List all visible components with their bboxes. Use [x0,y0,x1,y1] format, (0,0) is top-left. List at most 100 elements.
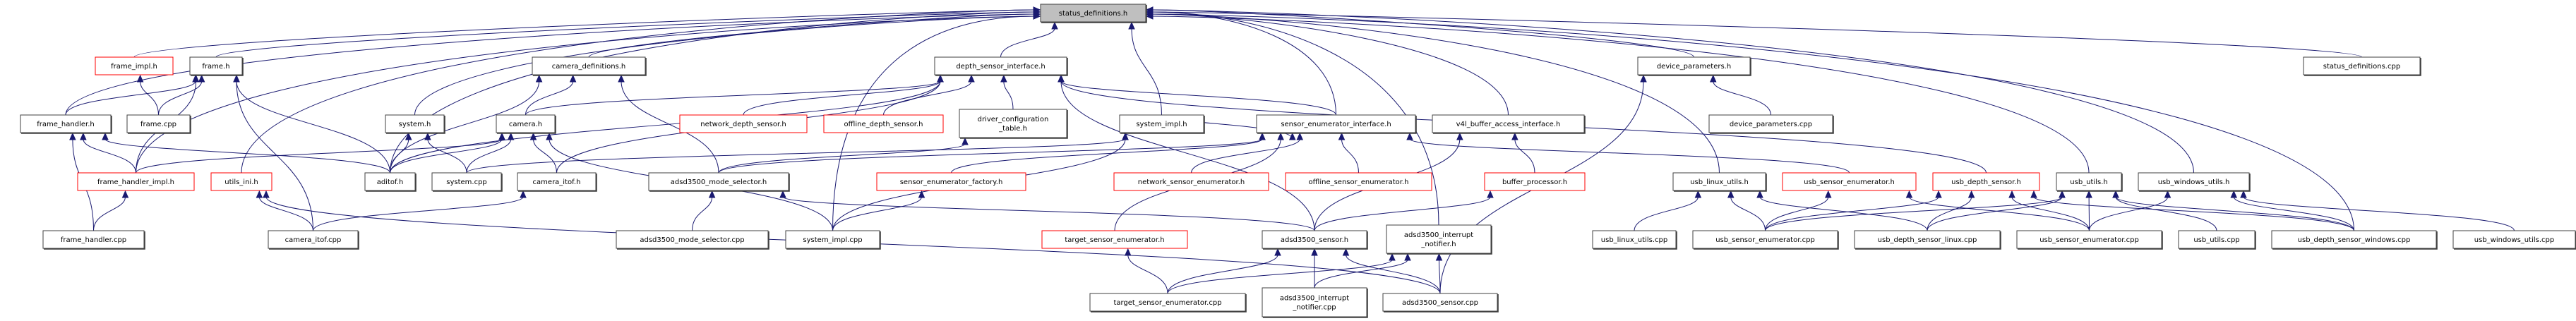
node-status-definitions-cpp[interactable]: status_definitions.cpp [2303,56,2421,76]
edge-frame_cpp-to-frame_impl_h [136,74,159,116]
node-frame-impl-h[interactable]: frame_impl.h [95,56,174,75]
edge-line [390,138,409,174]
node-label: aditof.h [377,178,404,186]
node-utils-ini-h[interactable]: utils_ini.h [210,172,272,191]
node-shadow [386,116,445,134]
node-label: sensor_enumerator_interface.h [1281,121,1391,128]
node-box [1484,172,1586,191]
node-adsd3500-mode-selector-cpp[interactable]: adsd3500_mode_selector.cpp [616,230,769,250]
node-shadow [1710,116,1834,134]
arrowhead-icon [1000,74,1007,83]
node-network-depth-sensor-h[interactable]: network_depth_sensor.h [679,114,808,133]
node-offline-sensor-enumerator-h[interactable]: offline_sensor_enumerator.h [1285,172,1432,191]
node-adsd3500-mode-selector-h[interactable]: adsd3500_mode_selector.h [648,172,790,192]
node-usb-depth-sensor-h[interactable]: usb_depth_sensor.h [1932,172,2040,191]
node-v4l-buffer-access-interface-h[interactable]: v4l_buffer_access_interface.h [1432,114,1586,134]
node-usb-depth-sensor-linux-cpp[interactable]: usb_depth_sensor_linux.cpp [1854,230,2001,250]
node-box [1262,230,1367,249]
node-frame-cpp[interactable]: frame.cpp [126,114,191,134]
node-adsd3500-sensor-h[interactable]: adsd3500_sensor.h [1262,230,1368,250]
node-box [1782,172,1917,191]
node-box [876,172,1026,191]
edge-line [2115,196,2217,231]
arrowhead-icon [1033,8,1041,16]
node-usb-windows-utils-h[interactable]: usb_windows_utils.h [2138,172,2251,192]
node-shadow [44,231,145,250]
node-network-sensor-enumerator-h[interactable]: network_sensor_enumerator.h [1113,172,1269,191]
node-sensor-enumerator-interface-h[interactable]: sensor_enumerator_interface.h [1256,114,1417,134]
node-target-sensor-enumerator-h[interactable]: target_sensor_enumerator.h [1041,230,1188,249]
node-adsd3500-interrupt-notifier-h[interactable]: adsd3500_interrupt_notifier.h [1386,224,1492,255]
node-box [1432,114,1585,133]
edge-offline_depth_sensor_h-to-depth_sensor_interface_h [883,74,975,116]
node-shadow [433,174,503,192]
edge-line [1167,254,1278,294]
node-usb-sensor-enumerator-cpp-windows[interactable]: usb_sensor_enumerator.cpp [2016,230,2163,250]
node-usb-windows-utils-cpp[interactable]: usb_windows_utils.cpp [2452,230,2576,250]
node-device-parameters-cpp[interactable]: device_parameters.cpp [1708,114,1834,134]
node-label: network_sensor_enumerator.h [1138,178,1245,186]
node-aditof-h[interactable]: aditof.h [364,172,417,192]
node-frame-h[interactable]: frame.h [189,56,244,76]
arrowhead-icon [1145,11,1154,18]
node-box [532,56,646,75]
edge-line [1765,196,2063,231]
node-usb-linux-utils-h[interactable]: usb_linux_utils.h [1672,172,1767,192]
node-status-definitions-h[interactable]: status_definitions.h [1040,4,1147,23]
node-buffer-processor-h[interactable]: buffer_processor.h [1484,172,1586,191]
arrowhead-icon [121,190,129,198]
node-adsd3500-interrupt-notifier-cpp[interactable]: adsd3500_interrupt_notifier.cpp [1262,287,1368,318]
edge-device_parameters_cpp-to-device_parameters_h [1709,74,1771,116]
node-frame-handler-cpp[interactable]: frame_handler.cpp [42,230,145,250]
node-shadow [2179,231,2256,250]
node-adsd3500-sensor-cpp[interactable]: adsd3500_sensor.cpp [1382,293,1499,313]
node-target-sensor-enumerator-cpp[interactable]: target_sensor_enumerator.cpp [1089,293,1247,313]
edge-line [414,16,1035,116]
arrowhead-icon [1487,190,1494,198]
edge-target_sensor_enumerator_cpp-to-adsd3500_interrupt_notifier_h [1167,253,1396,294]
arrowhead-icon [2112,190,2119,198]
arrowhead-icon [1640,74,1647,83]
node-shadow [1041,5,1147,23]
node-usb-utils-h[interactable]: usb_utils.h [2056,172,2123,192]
edge-line [1003,80,1014,110]
node-depth-sensor-interface-h[interactable]: depth_sensor_interface.h [934,56,1068,76]
node-label: system_impl.h [1136,121,1187,128]
edge-usb_depth_sensor_windows_cpp-to-usb_depth_sensor_h [2030,190,2354,231]
node-frame-handler-h[interactable]: frame_handler.h [20,114,112,134]
node-camera-h[interactable]: camera.h [496,114,556,134]
node-usb-sensor-enumerator-cpp-linux[interactable]: usb_sensor_enumerator.cpp [1692,230,1839,250]
arrowhead-icon [80,132,87,140]
node-usb-linux-utils-cpp[interactable]: usb_linux_utils.cpp [1592,230,1677,250]
node-label: adsd3500_mode_selector.cpp [640,236,744,244]
node-camera-definitions-h[interactable]: camera_definitions.h [532,56,647,76]
edge-line [1765,196,1829,231]
node-system-h[interactable]: system.h [385,114,445,134]
edge-adsd3500_sensor_cpp-to-adsd3500_interrupt_notifier_h [1435,253,1443,294]
edge-usb_depth_sensor_linux_cpp-to-usb_depth_sensor_h [1927,190,1975,231]
node-offline-depth-sensor-h[interactable]: offline_depth_sensor.h [823,114,944,133]
node-system-impl-h[interactable]: system_impl.h [1119,114,1205,134]
edge-line [1151,11,2362,58]
node-shadow [960,110,1068,139]
edge-line [1927,196,2063,231]
edge-usb_sensor_enumerator_cpp_windows-to-usb_depth_sensor_h [2008,190,2090,231]
node-driver-configuration-table-h[interactable]: driver_configuration_table.h [959,109,1068,139]
arrowhead-icon [1058,74,1065,83]
node-usb-depth-sensor-windows-cpp[interactable]: usb_depth_sensor_windows.cpp [2271,230,2438,250]
node-camera-itof-cpp[interactable]: camera_itof.cpp [268,230,359,250]
edge-line [390,11,1035,174]
edge-line [104,138,390,174]
edge-line [1151,9,2194,174]
node-system-impl-cpp[interactable]: system_impl.cpp [785,230,881,250]
node-device-parameters-h[interactable]: device_parameters.h [1637,56,1751,76]
node-camera-itof-h[interactable]: camera_itof.h [517,172,597,192]
edge-frame_handler_impl_h-to-camera_h [136,132,505,174]
arrowhead-icon [2240,190,2247,198]
node-frame-handler-impl-h[interactable]: frame_handler_impl.h [77,172,195,191]
arrowhead-icon [102,132,109,140]
node-system-cpp[interactable]: system.cpp [431,172,503,192]
node-usb-sensor-enumerator-h[interactable]: usb_sensor_enumerator.h [1782,172,1917,191]
node-sensor-enumerator-factory-h[interactable]: sensor_enumerator_factory.h [876,172,1026,191]
node-usb-utils-cpp[interactable]: usb_utils.cpp [2178,230,2256,250]
